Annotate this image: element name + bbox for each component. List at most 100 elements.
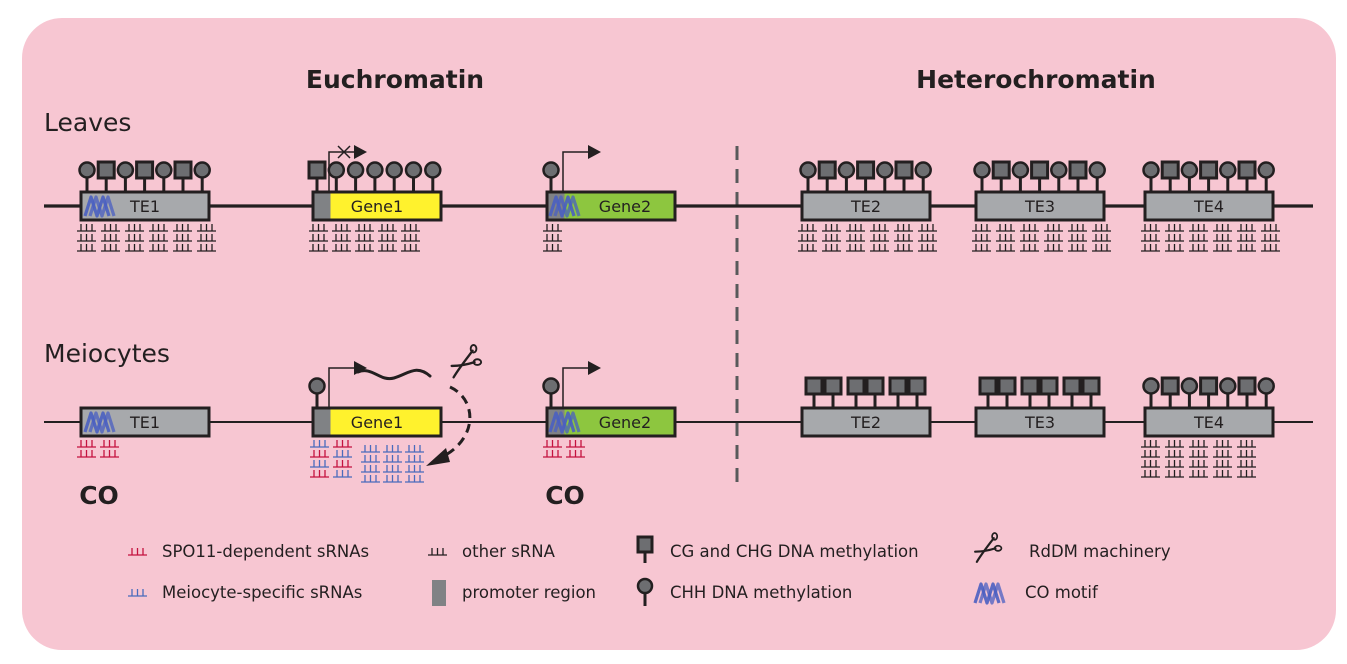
spo11-srna-glyph <box>77 440 96 448</box>
meiocyte-srna-glyph <box>361 475 380 483</box>
other-srna-cluster <box>972 224 1111 252</box>
other-srna-glyph <box>1189 470 1208 478</box>
legend-item-chh-methylation: CHH DNA methylation <box>636 577 852 606</box>
te2-label: TE2 <box>850 197 881 216</box>
other-srna-glyph <box>1044 234 1063 242</box>
meiocyte-srna-glyph <box>405 445 424 453</box>
chh-methylation-mark <box>346 161 365 192</box>
other-srna-glyph <box>1092 234 1111 242</box>
te4-label: TE4 <box>1193 413 1224 432</box>
other-srna-glyph <box>1189 244 1208 252</box>
transcription-arrow <box>328 361 367 408</box>
other-srna-glyph <box>1165 450 1184 458</box>
cg-chg-methylation-mark <box>1068 160 1088 192</box>
te3-label: TE3 <box>1024 197 1055 216</box>
other-srna-glyph <box>355 224 374 232</box>
other-srna-glyph <box>1141 470 1160 478</box>
cg-chg-methylation-mark <box>1160 376 1180 408</box>
other-srna-glyph <box>1213 224 1232 232</box>
chh-methylation-mark <box>1180 161 1199 192</box>
spo11-srna-glyph <box>333 460 352 468</box>
other-srna-glyph <box>101 244 120 252</box>
other-srna-glyph <box>1189 234 1208 242</box>
co-motif-icon <box>548 195 581 218</box>
mixed-srna-cluster <box>310 440 424 483</box>
other-srna-glyph <box>996 234 1015 242</box>
other-srna-glyph <box>822 244 841 252</box>
other-srna-glyph <box>870 234 889 242</box>
cg-chg-methylation-mark <box>1020 376 1040 408</box>
co-motif-icon <box>83 195 116 218</box>
euchromatin-header: Euchromatin <box>306 65 484 94</box>
chh-methylation-mark <box>1257 161 1275 192</box>
chh-methylation-mark <box>404 161 423 192</box>
other-srna-glyph <box>1213 450 1232 458</box>
cg-chg-methylation-mark <box>894 160 914 192</box>
meiocyte-srna-glyph <box>383 465 402 473</box>
other-srna-glyph <box>125 234 144 242</box>
spo11-srna-glyph <box>566 450 585 458</box>
legend-item-cg-chg-methylation: CG and CHG DNA methylation <box>636 535 919 563</box>
other-srna-glyph <box>1261 224 1280 232</box>
other-srna-glyph <box>1237 460 1256 468</box>
other-srna-glyph <box>309 224 328 232</box>
other-srna-glyph <box>1092 224 1111 232</box>
chh-methylation-mark <box>542 161 560 192</box>
chh-methylation-mark <box>424 161 442 192</box>
cg-chg-methylation-mark <box>823 376 843 408</box>
other-srna-glyph <box>846 234 865 242</box>
other-srna-cluster <box>1141 440 1256 478</box>
other-srna-glyph <box>822 224 841 232</box>
other-srna-glyph <box>401 224 420 232</box>
other-srna-glyph <box>1165 234 1184 242</box>
spo11-srna-glyph <box>543 450 562 458</box>
heterochromatin-header: Heterochromatin <box>916 65 1156 94</box>
te2-label: TE2 <box>850 413 881 432</box>
other-srna-glyph <box>1165 440 1184 448</box>
legend-item-rddm-scissors: RdDM machinery <box>974 532 1171 563</box>
legend-item-other-srna: other sRNA <box>428 542 556 561</box>
spo11-srna-glyph <box>100 450 119 458</box>
other-srna-glyph <box>543 234 562 242</box>
chh-methylation-mark <box>385 161 403 192</box>
other-srna-glyph <box>378 234 397 242</box>
other-srna-glyph <box>1141 224 1160 232</box>
spo11-srna-glyph <box>543 440 562 448</box>
legend-item-promoter-region: promoter region <box>432 580 596 606</box>
chh-methylation-mark <box>155 161 173 192</box>
gene1-label: Gene1 <box>351 197 403 216</box>
legend-label: SPO11-dependent sRNAs <box>162 542 369 561</box>
other-srna-glyph <box>332 244 351 252</box>
te4-box <box>1143 406 1275 438</box>
cg-chg-methylation-mark <box>1160 160 1180 192</box>
gene2-label: Gene2 <box>599 197 651 216</box>
co-motif-icon <box>83 411 116 434</box>
spo11-srna-glyph <box>310 450 329 458</box>
legend-label: promoter region <box>462 583 596 602</box>
legend-item-meiocyte-srna: Meiocyte-specific sRNAs <box>128 583 362 602</box>
legend-label: Meiocyte-specific sRNAs <box>162 583 362 602</box>
other-srna-glyph <box>1189 440 1208 448</box>
other-srna-glyph <box>149 224 168 232</box>
other-srna-glyph <box>996 224 1015 232</box>
element-te4: TE4 <box>1141 160 1280 252</box>
chh-methylation-mark <box>973 161 991 192</box>
chh-methylation-icon <box>636 577 654 606</box>
cg-chg-methylation-mark <box>846 376 866 408</box>
chh-methylation-mark <box>1219 161 1237 192</box>
chh-methylation-mark <box>1180 377 1199 408</box>
meiocyte-srna-glyph <box>361 455 380 463</box>
spo11-srna-cluster <box>543 440 585 458</box>
other-srna-glyph <box>378 244 397 252</box>
other-srna-glyph <box>309 234 328 242</box>
gene1-box <box>311 406 443 438</box>
other-srna-glyph <box>197 224 216 232</box>
rddm-feedback-loop <box>356 344 483 466</box>
gene1-box <box>311 190 443 222</box>
other-srna-glyph <box>1068 234 1087 242</box>
other-srna-glyph <box>101 234 120 242</box>
chh-methylation-mark <box>78 161 96 192</box>
chh-methylation-mark <box>327 161 346 192</box>
other-srna-glyph <box>1165 470 1184 478</box>
